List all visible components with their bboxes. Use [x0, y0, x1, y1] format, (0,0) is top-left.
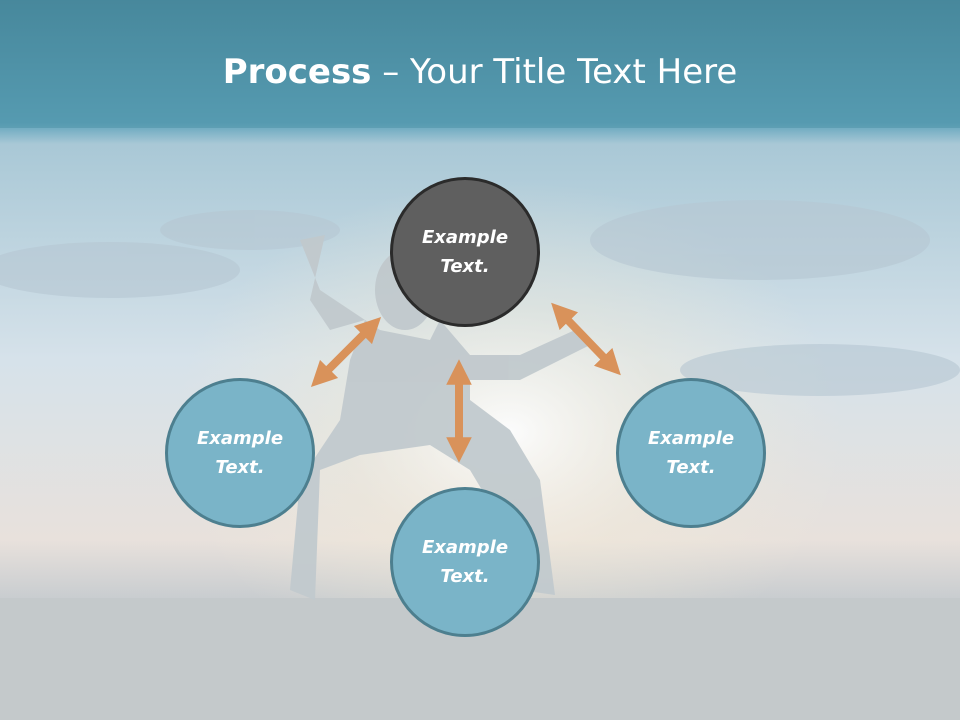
process-node-bottom: Example Text.	[390, 487, 540, 637]
process-node-right: Example Text.	[616, 378, 766, 528]
node-right-label: Example Text.	[647, 428, 735, 478]
title-bold: Process	[222, 52, 372, 92]
node-bottom-label: Example Text.	[421, 537, 509, 587]
process-node-left: Example Text.	[165, 378, 315, 528]
slide-title: Process – Your Title Text Here	[0, 52, 960, 92]
title-rest: – Your Title Text Here	[371, 52, 738, 92]
node-top-label: Example Text.	[421, 227, 509, 277]
arrow-top-right	[551, 302, 621, 376]
node-left-label: Example Text.	[196, 428, 284, 478]
process-node-top: Example Text.	[390, 177, 540, 327]
arrow-top-left	[310, 316, 382, 388]
